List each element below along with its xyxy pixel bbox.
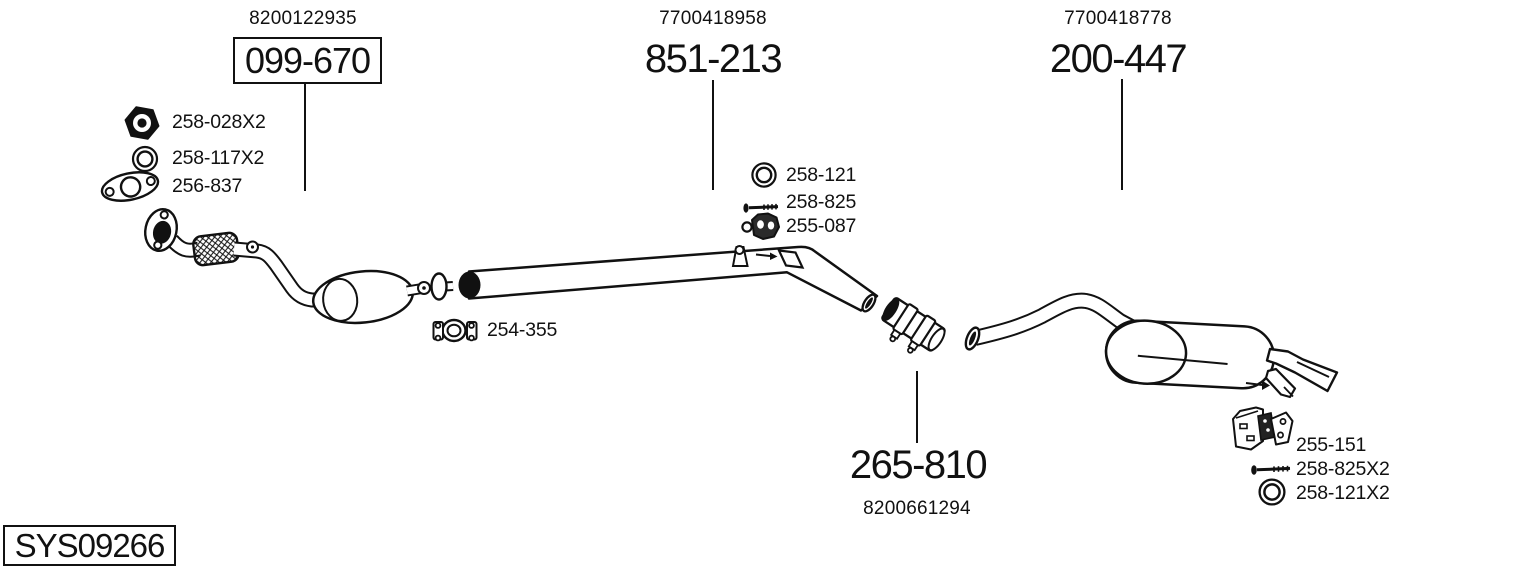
hanger-bracket-icon <box>1232 406 1294 451</box>
hardware-label-middle-ring: 258-121 <box>786 164 857 186</box>
sealing-ring-icon <box>751 162 777 188</box>
flex-section <box>192 231 240 267</box>
hardware-label-rear-ring: 258-121X2 <box>1296 482 1390 504</box>
leader-lines <box>304 79 1123 443</box>
hardware-label-front-nut: 258-028X2 <box>172 111 266 133</box>
hardware-label-rear-bolt: 258-825X2 <box>1296 458 1390 480</box>
part-number-box-front: 099-670 <box>233 37 382 84</box>
rubber-hanger-icon <box>741 212 780 240</box>
pipe-tip-opening <box>861 293 877 313</box>
oe-ref-front: 8200122935 <box>249 8 357 29</box>
catalytic-converter-body <box>311 269 415 325</box>
tailpipe <box>1265 347 1339 393</box>
mounting-bolt-icon <box>743 203 779 213</box>
clamp-position-marker <box>755 249 805 269</box>
oe-ref-middle: 7700418958 <box>659 8 767 29</box>
hardware-label-clamp: 254-355 <box>487 319 558 341</box>
rear-pipe-opening <box>964 326 981 351</box>
hardware-label-middle-bolt: 258-825 <box>786 191 857 213</box>
hex-nut-icon <box>124 106 160 140</box>
pipe-clamp-icon <box>432 318 478 343</box>
sealing-ring-icon <box>1258 478 1286 506</box>
part-number-middle: 851-213 <box>644 36 783 81</box>
system-code-box: SYS09266 <box>3 525 176 566</box>
oe-ref-rear: 7700418778 <box>1064 8 1172 29</box>
muffler-body <box>1104 319 1276 390</box>
hardware-label-front-gasket: 256-837 <box>172 175 243 197</box>
oe-ref-coupling: 8200661294 <box>863 498 971 519</box>
mounting-bolt-icon <box>1251 465 1291 475</box>
coupling-sleeve-drawing <box>881 297 946 354</box>
part-number-coupling: 265-810 <box>849 442 988 487</box>
middle-pipe-drawing <box>458 245 879 313</box>
hardware-label-rear-bracket: 255-151 <box>1296 434 1367 456</box>
rear-muffler-drawing <box>964 292 1339 399</box>
hardware-label-front-ring: 258-117X2 <box>172 147 265 169</box>
flange-gasket-icon <box>100 171 160 202</box>
catalyst-outlet <box>406 272 454 301</box>
inlet-flange <box>144 208 178 252</box>
hardware-label-middle-hanger: 255-087 <box>786 215 857 237</box>
sealing-ring-icon <box>131 145 159 173</box>
pipe-open-end <box>458 271 481 299</box>
pipe-hook-bracket <box>731 245 749 267</box>
front-pipe-catalyst-drawing <box>144 208 454 325</box>
system-code: SYS09266 <box>14 526 166 564</box>
muffler-bracket <box>1245 367 1297 399</box>
part-number-front: 099-670 <box>244 39 371 81</box>
part-number-rear: 200-447 <box>1049 36 1188 81</box>
